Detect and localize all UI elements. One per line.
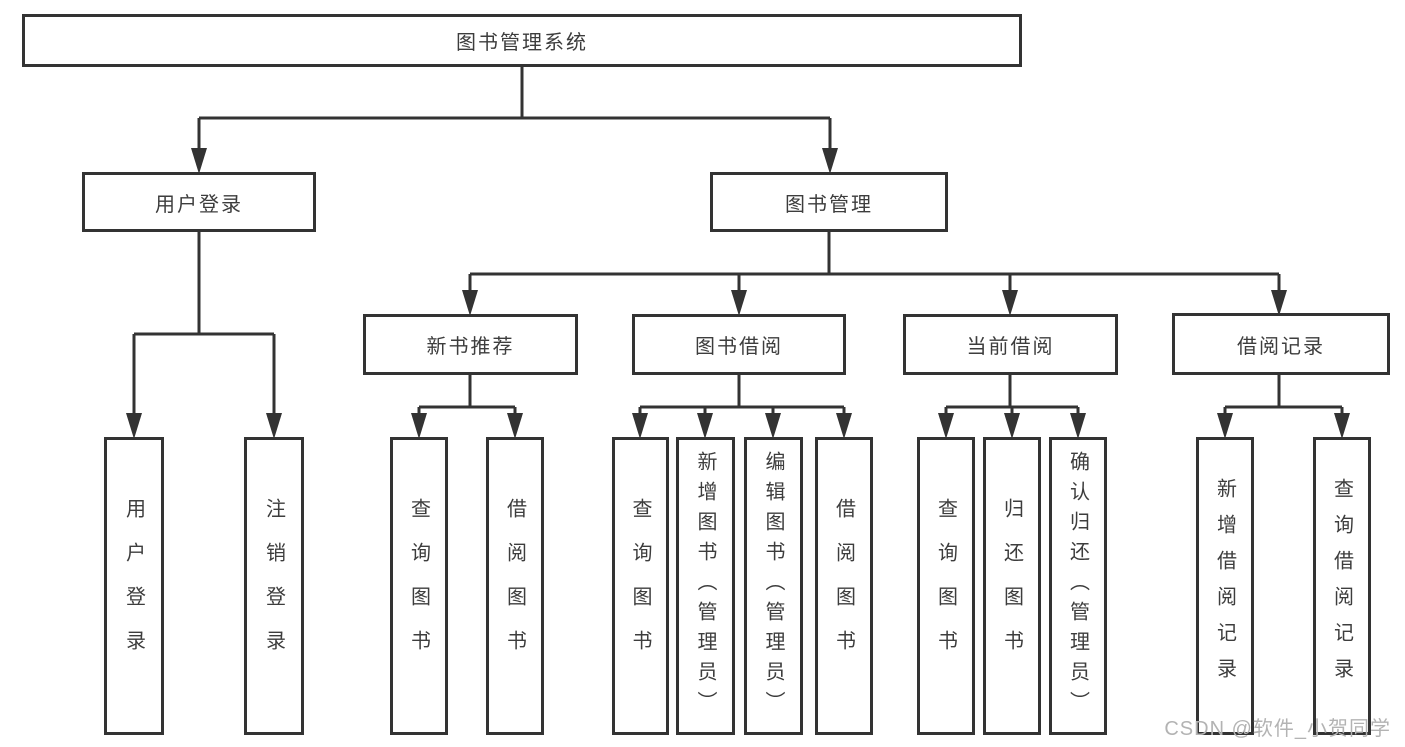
node-label: 查询图书: [407, 498, 430, 674]
node-label: 新增借阅记录: [1213, 478, 1236, 694]
node-leaf-add-borrow-record: 新增借阅记录: [1196, 437, 1254, 735]
node-leaf-edit-books-admin: 编辑图书（管理员）: [744, 437, 803, 735]
node-borrowing-records: 借阅记录: [1172, 313, 1390, 375]
node-label: 图书借阅: [695, 336, 783, 358]
node-leaf-user-login: 用户登录: [104, 437, 164, 735]
node-label: 编辑图书（管理员）: [762, 451, 784, 721]
node-label: 归还图书: [1000, 498, 1023, 674]
node-label: 确认归还（管理员）: [1066, 451, 1089, 721]
connector-current-borrowing-branch: [944, 375, 1080, 414]
node-label: 用户登录: [155, 193, 243, 216]
node-label: 新书推荐: [426, 336, 515, 358]
connector-book-borrowing-branch: [638, 375, 846, 414]
node-label: 图书管理: [785, 193, 873, 216]
connector-user-login-branch: [132, 232, 276, 416]
csdn-watermark: CSDN @软件_小贺同学: [1164, 718, 1391, 740]
node-label: 借阅记录: [1237, 335, 1325, 358]
node-leaf-borrow-books-recommend: 借阅图书: [486, 437, 544, 735]
node-leaf-add-books-admin: 新增图书（管理员）: [676, 437, 735, 735]
node-leaf-query-books-current: 查询图书: [917, 437, 975, 735]
node-leaf-query-books-borrowing: 查询图书: [612, 437, 669, 735]
node-leaf-logout: 注销登录: [244, 437, 304, 735]
node-label: 新增图书（管理员）: [694, 451, 716, 721]
node-label: 借阅图书: [832, 498, 855, 674]
node-label: 图书管理系统: [456, 32, 588, 54]
connector-book-management-branch: [468, 232, 1281, 295]
node-leaf-return-books: 归还图书: [983, 437, 1041, 735]
connector-root-to-level1: [197, 67, 832, 152]
node-book-management: 图书管理: [710, 172, 948, 232]
node-leaf-query-books-recommend: 查询图书: [390, 437, 448, 735]
node-user-login: 用户登录: [82, 172, 316, 232]
node-label: 查询图书: [934, 498, 957, 674]
node-book-borrowing: 图书借阅: [632, 314, 846, 375]
node-leaf-confirm-return-admin: 确认归还（管理员）: [1049, 437, 1107, 735]
node-label: 借阅图书: [503, 498, 526, 674]
arrowheads: [126, 148, 1350, 439]
node-leaf-borrow-books: 借阅图书: [815, 437, 873, 735]
node-label: 注销登录: [262, 498, 285, 674]
node-current-borrowing: 当前借阅: [903, 314, 1118, 375]
node-label: 查询图书: [629, 498, 651, 674]
node-leaf-query-borrow-record: 查询借阅记录: [1313, 437, 1371, 735]
node-label: 用户登录: [122, 498, 145, 674]
connector-new-book-recommend-branch: [417, 375, 517, 414]
node-label: 查询借阅记录: [1330, 478, 1353, 694]
node-new-book-recommend: 新书推荐: [363, 314, 578, 375]
connector-borrowing-records-branch: [1223, 375, 1344, 414]
node-library-management-system: 图书管理系统: [22, 14, 1022, 67]
node-label: 当前借阅: [966, 336, 1055, 358]
